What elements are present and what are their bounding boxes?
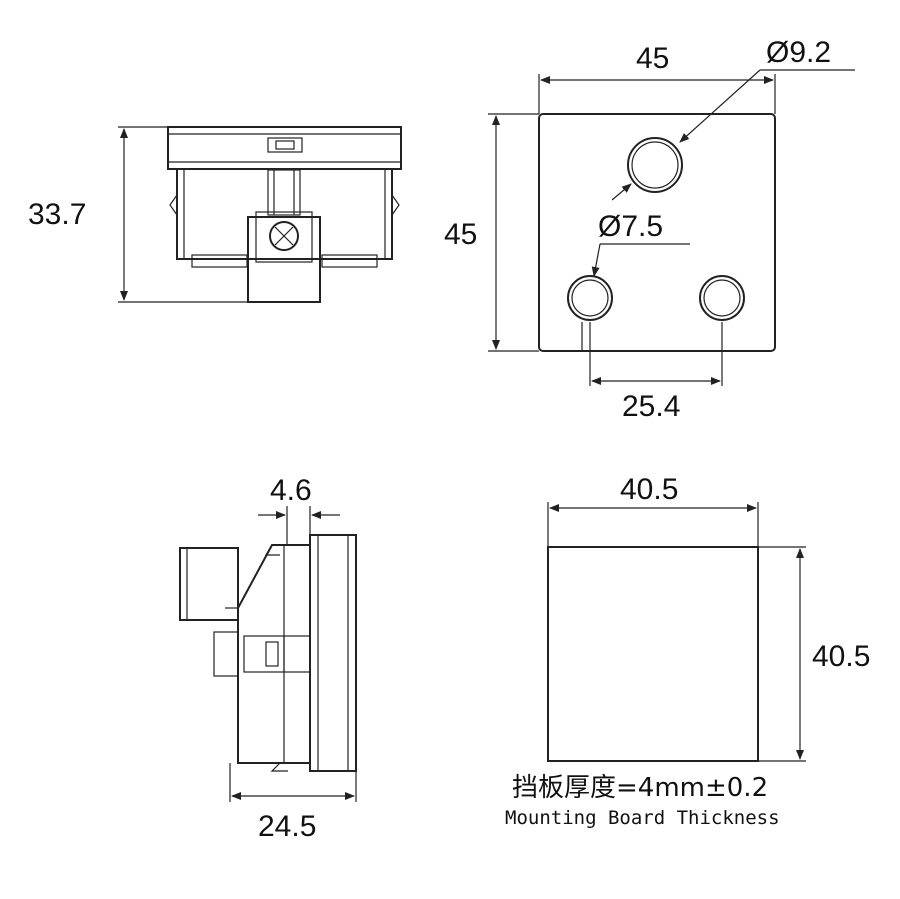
face-height-label: 45 <box>444 218 477 251</box>
large-hole-label: Ø9.2 <box>766 36 831 69</box>
left-pin-hole <box>567 275 613 321</box>
board-thickness-note-cn: 挡板厚度=4mm±0.2 <box>512 773 768 803</box>
front-height-label: 33.7 <box>28 198 86 231</box>
side-view: 4.6 24.5 <box>179 474 357 843</box>
board-thickness-note-en: Mounting Board Thickness <box>505 807 780 829</box>
front-view: 33.7 <box>28 126 402 303</box>
small-hole-label: Ø7.5 <box>598 210 663 243</box>
depth-label: 24.5 <box>258 810 316 843</box>
face-view: 45 45 Ø9.2 Ø7.5 25.4 <box>444 36 855 423</box>
cutout-height-label: 40.5 <box>812 640 870 673</box>
face-width-label: 45 <box>636 42 669 75</box>
large-pin-hole <box>627 137 683 193</box>
pin-spacing-label: 25.4 <box>622 390 680 423</box>
right-pin-hole <box>699 275 745 321</box>
cutout-view: 40.5 40.5 挡板厚度=4mm±0.2 Mounting Board Th… <box>505 473 870 829</box>
screw-icon <box>269 221 299 251</box>
flange-thickness-label: 4.6 <box>270 474 312 507</box>
cutout-width-label: 40.5 <box>620 473 678 506</box>
